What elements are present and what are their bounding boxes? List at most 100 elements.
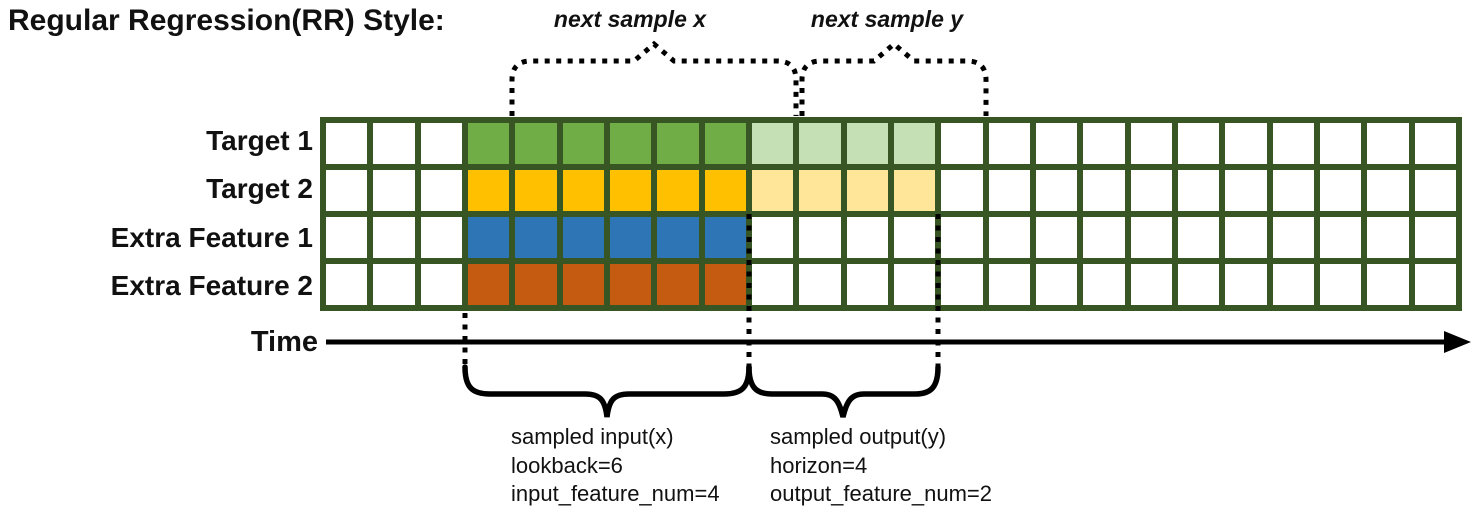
grid-cell bbox=[846, 217, 888, 258]
row-label-extra-feature-1: Extra Feature 1 bbox=[110, 222, 313, 253]
grid-cell bbox=[373, 264, 415, 305]
grid-cell bbox=[1083, 123, 1125, 164]
grid-cell bbox=[1035, 170, 1078, 211]
grid-cell bbox=[1319, 123, 1362, 164]
grid-cell bbox=[704, 217, 746, 258]
next-sample-x-label: next sample x bbox=[553, 6, 707, 32]
grid-cell bbox=[893, 123, 936, 164]
grid-cell bbox=[893, 217, 936, 258]
grid-cell bbox=[1367, 264, 1409, 305]
grid-cell bbox=[515, 123, 557, 164]
grid-cell bbox=[704, 123, 746, 164]
grid-cell bbox=[1272, 170, 1314, 211]
grid-cell bbox=[1367, 123, 1409, 164]
next-sample-y-brace bbox=[799, 40, 989, 116]
grid-cell bbox=[467, 217, 510, 258]
grid-cell bbox=[609, 264, 652, 305]
grid-cell bbox=[1225, 123, 1267, 164]
grid-cell bbox=[799, 123, 841, 164]
grid-cell bbox=[941, 264, 983, 305]
grid-cell bbox=[373, 123, 415, 164]
grid-cell bbox=[1035, 217, 1078, 258]
horizon-value: horizon=4 bbox=[770, 452, 868, 478]
grid-cell bbox=[657, 217, 699, 258]
grid-cell bbox=[1367, 217, 1409, 258]
grid-cell bbox=[562, 217, 604, 258]
sampled-input-title: sampled input(x) bbox=[511, 424, 674, 449]
grid-cell bbox=[1083, 217, 1125, 258]
grid-cell bbox=[1367, 170, 1409, 211]
grid-cell bbox=[1319, 264, 1362, 305]
time-arrow-head bbox=[1444, 331, 1471, 353]
grid-cell bbox=[326, 170, 368, 211]
sampled-output-title: sampled output(y) bbox=[770, 424, 947, 449]
grid-cell bbox=[1035, 123, 1078, 164]
sampled-input-brace bbox=[462, 364, 752, 418]
grid-cell bbox=[609, 123, 652, 164]
grid-cell bbox=[1272, 264, 1314, 305]
grid-cell bbox=[467, 264, 510, 305]
grid-cell bbox=[515, 217, 557, 258]
grid-cell bbox=[988, 170, 1030, 211]
grid-cell bbox=[657, 264, 699, 305]
grid-cell bbox=[846, 170, 888, 211]
grid-cell bbox=[1130, 264, 1172, 305]
grid-cell bbox=[1177, 217, 1220, 258]
grid-cell bbox=[1177, 264, 1220, 305]
grid-cell bbox=[1130, 170, 1172, 211]
grid-cell bbox=[657, 170, 699, 211]
grid-cell bbox=[420, 123, 462, 164]
grid-cell bbox=[1272, 123, 1314, 164]
grid-cell bbox=[988, 123, 1030, 164]
grid-cell bbox=[1225, 264, 1267, 305]
grid-cell bbox=[1225, 217, 1267, 258]
grid-cell bbox=[751, 264, 794, 305]
grid-cell bbox=[1414, 170, 1456, 211]
sampled-output-info: sampled output(y) horizon=4 output_featu… bbox=[770, 423, 992, 509]
output-feature-num-value: output_feature_num=2 bbox=[770, 481, 993, 506]
grid-cell bbox=[467, 170, 510, 211]
grid-cell bbox=[562, 264, 604, 305]
grid-cell bbox=[515, 170, 557, 211]
grid-cell bbox=[941, 217, 983, 258]
grid-cell bbox=[515, 264, 557, 305]
grid-cell bbox=[1319, 217, 1362, 258]
grid-cell bbox=[1083, 264, 1125, 305]
grid-cell bbox=[1319, 170, 1362, 211]
row-label-extra-feature-2: Extra Feature 2 bbox=[110, 270, 313, 301]
grid-cell bbox=[467, 123, 510, 164]
grid-cell bbox=[704, 264, 746, 305]
grid-cell bbox=[846, 264, 888, 305]
grid-cell bbox=[326, 123, 368, 164]
grid-cell bbox=[1272, 217, 1314, 258]
grid-cell bbox=[988, 264, 1030, 305]
input-feature-num-value: input_feature_num=4 bbox=[511, 481, 720, 506]
lookback-value: lookback=6 bbox=[511, 452, 623, 478]
grid-cell bbox=[893, 264, 936, 305]
time-axis-label: Time bbox=[250, 326, 318, 358]
grid-cell bbox=[941, 123, 983, 164]
grid-cell bbox=[799, 217, 841, 258]
grid-cell bbox=[420, 264, 462, 305]
grid-cell bbox=[326, 217, 368, 258]
grid-cell bbox=[326, 264, 368, 305]
grid-cell bbox=[988, 217, 1030, 258]
grid-cell bbox=[751, 217, 794, 258]
grid-cell bbox=[1130, 123, 1172, 164]
grid-cell bbox=[893, 170, 936, 211]
diagram-title: Regular Regression(RR) Style: bbox=[8, 4, 445, 37]
row-label-target-1: Target 1 bbox=[206, 125, 313, 156]
grid-cell bbox=[799, 264, 841, 305]
grid-cell bbox=[799, 170, 841, 211]
next-sample-x-brace bbox=[509, 40, 799, 116]
grid-cell bbox=[373, 170, 415, 211]
grid-cell bbox=[1225, 170, 1267, 211]
grid-cell bbox=[704, 170, 746, 211]
grid-cell bbox=[846, 123, 888, 164]
next-sample-y-label: next sample y bbox=[810, 6, 964, 32]
grid-cell bbox=[941, 170, 983, 211]
grid-cell bbox=[1083, 170, 1125, 211]
grid-cell bbox=[420, 170, 462, 211]
grid-cell bbox=[373, 217, 415, 258]
